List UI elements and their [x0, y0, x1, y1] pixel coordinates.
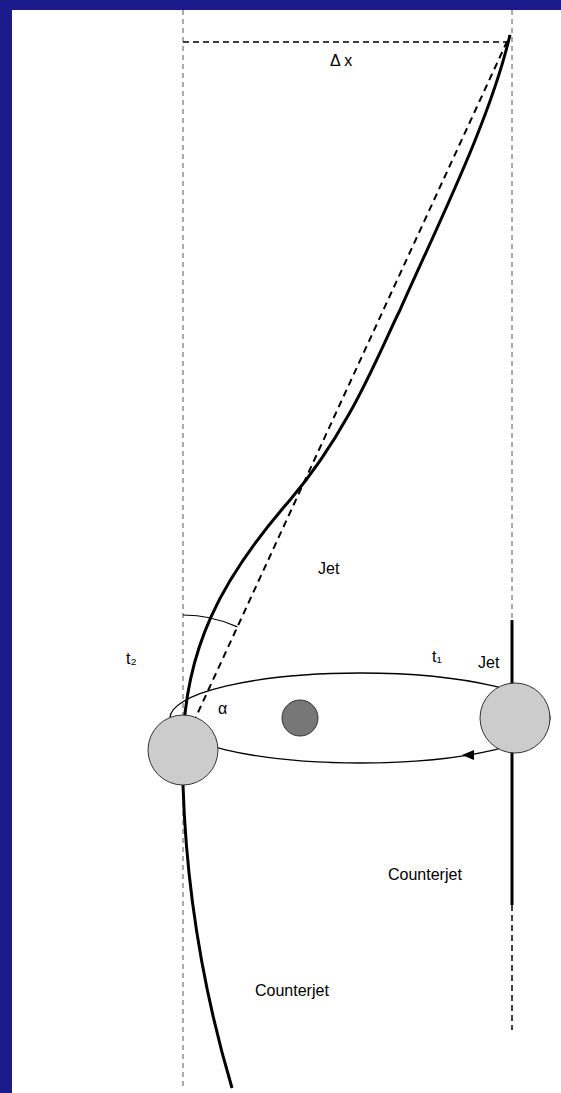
angle-label: α — [218, 700, 227, 718]
jet-label: Jet — [478, 654, 499, 672]
jet-curve — [183, 35, 510, 745]
counterjet-label: Counterjet — [388, 866, 462, 884]
star-t2 — [148, 715, 218, 785]
counterjet-label: Counterjet — [255, 982, 329, 1000]
orbit — [170, 673, 550, 763]
time-label: t₂ — [126, 650, 137, 668]
jet-line — [511, 620, 514, 905]
counterjet-curve — [183, 785, 232, 1088]
central-object — [282, 700, 318, 736]
dimension-label: Δ x — [330, 52, 352, 70]
reference-line — [511, 905, 513, 1030]
frame-strip — [0, 0, 12, 1093]
direction-line — [183, 35, 510, 745]
dimension-line — [183, 41, 512, 43]
reference-line — [183, 10, 184, 1090]
frame-strip — [0, 0, 561, 10]
time-label: t₁ — [432, 648, 442, 666]
jet-label: Jet — [318, 560, 339, 578]
orbit-arrow — [462, 750, 474, 760]
angle-arc — [183, 615, 237, 627]
reference-line — [512, 10, 513, 620]
star-t1 — [480, 683, 550, 753]
